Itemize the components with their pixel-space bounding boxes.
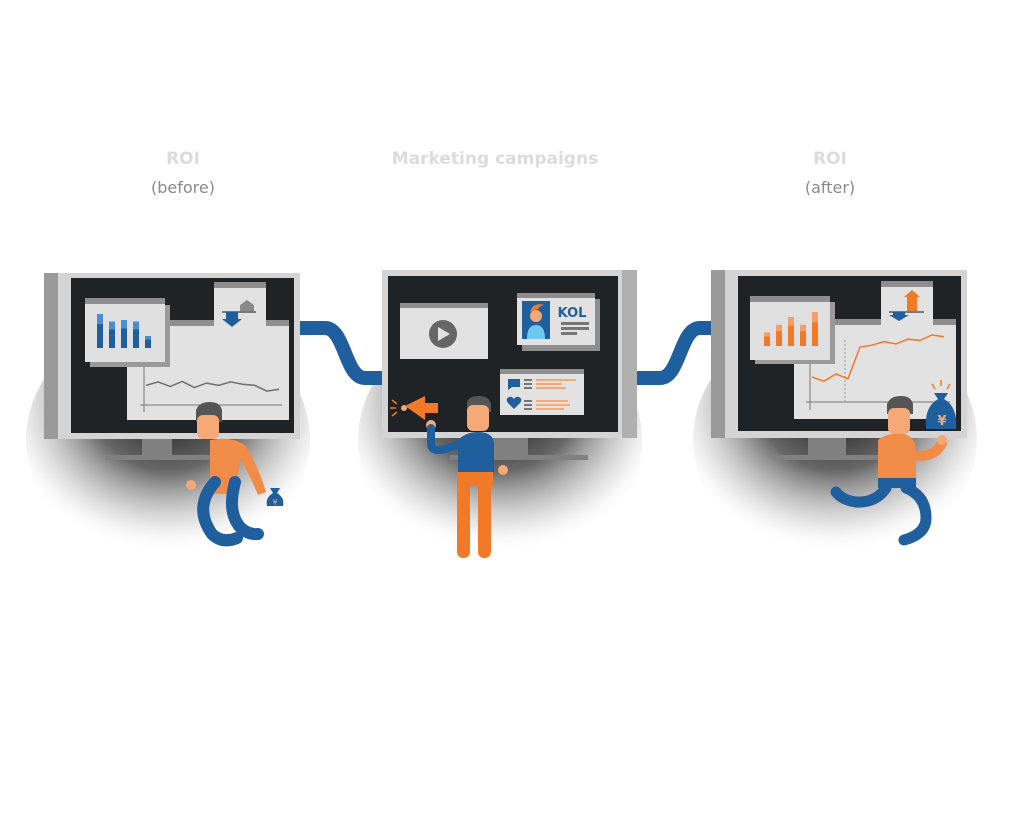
bar: [109, 321, 115, 348]
bar: [776, 324, 782, 346]
connector-pipe-left: [300, 321, 385, 385]
arrow-down-icon: [222, 312, 242, 327]
bar: [145, 336, 151, 348]
bar-highlight: [121, 320, 127, 329]
bar-highlight: [97, 314, 103, 325]
bar: [812, 312, 818, 346]
bar: [121, 320, 127, 348]
bar: [133, 321, 139, 348]
marketing-campaigns-title: Marketing campaigns: [391, 149, 599, 169]
monitor-before: [44, 273, 300, 460]
bar: [800, 324, 806, 346]
connector-pipe-right: [637, 321, 712, 385]
bar-highlight: [133, 321, 139, 330]
kol-label: KOL: [558, 306, 587, 321]
bar-highlight: [145, 336, 151, 340]
chat-icon: [508, 379, 520, 390]
yen-symbol: ¥: [937, 414, 946, 429]
roi-after-subtitle: (after): [804, 178, 856, 197]
bar-chart-before: [97, 314, 151, 348]
person-middle: [390, 396, 508, 558]
bar-chart-after: [764, 312, 818, 346]
bar-highlight: [800, 324, 806, 332]
bar-highlight: [109, 321, 115, 330]
roi-after-title: ROI: [813, 149, 847, 169]
bar: [788, 317, 794, 346]
person-after: ¥: [830, 380, 957, 546]
bar-highlight: [812, 312, 818, 323]
money-bag-icon: [266, 488, 284, 506]
monitor-middle: KOL: [382, 270, 637, 460]
bar-highlight: [788, 317, 794, 326]
bar: [764, 332, 770, 346]
trend-line-after: [811, 334, 945, 383]
monitor-after: [711, 270, 967, 460]
megaphone-icon: [390, 396, 438, 420]
bar-highlight: [764, 332, 770, 337]
arrow-down-icon: [889, 312, 909, 321]
yen-symbol: ¥: [272, 498, 277, 507]
arrow-up-icon: [904, 290, 920, 311]
money-bag-icon: ¥: [925, 380, 957, 429]
trend-line-before: [145, 380, 280, 392]
bar: [97, 314, 103, 348]
hand: [186, 480, 196, 490]
person-before: ¥: [186, 402, 284, 547]
roi-before-subtitle: (before): [151, 178, 215, 197]
house-icon: [240, 300, 254, 311]
heart-icon: [506, 396, 522, 409]
bar-highlight: [776, 324, 782, 332]
roi-before-title: ROI: [166, 149, 200, 169]
